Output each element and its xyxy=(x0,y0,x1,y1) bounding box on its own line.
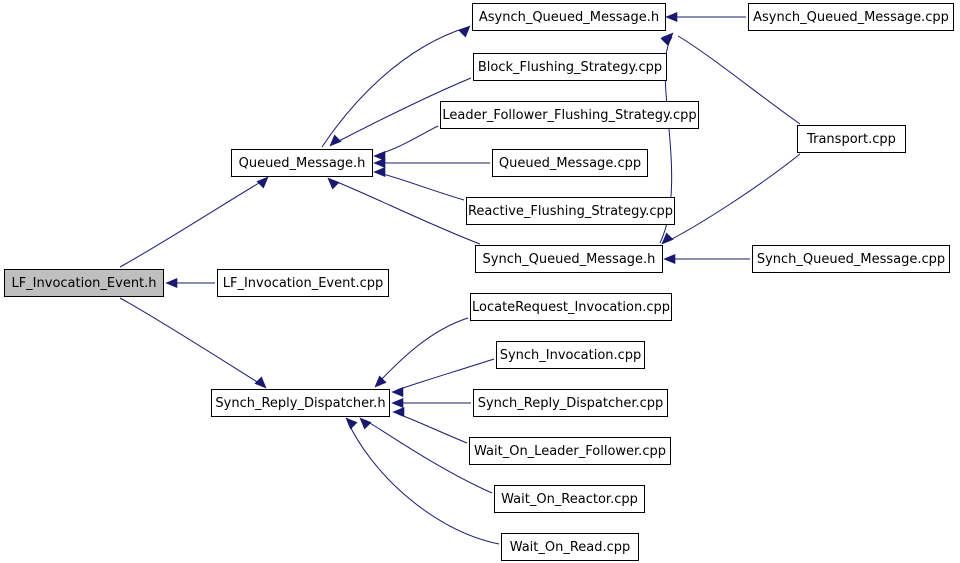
edge-arrowhead xyxy=(661,232,674,245)
edge-arrowhead xyxy=(373,150,386,162)
graph-node-wait_on_leader_follower_cpp[interactable]: Wait_On_Leader_Follower.cpp xyxy=(469,437,671,465)
edge-arrowhead xyxy=(374,375,387,388)
edge-arrowhead xyxy=(373,166,386,178)
graph-node-transport_cpp[interactable]: Transport.cpp xyxy=(797,125,906,153)
edge-arrowhead xyxy=(256,176,269,189)
edge-arrowhead xyxy=(254,376,267,389)
edge-arrowhead xyxy=(327,177,340,190)
graph-node-queued_message_h[interactable]: Queued_Message.h xyxy=(231,149,373,177)
graph-edge xyxy=(392,406,468,444)
graph-node-label: Queued_Message.h xyxy=(238,155,366,171)
graph-node-asynch_queued_message_cpp[interactable]: Asynch_Queued_Message.cpp xyxy=(748,3,954,31)
graph-node-label: Asynch_Queued_Message.h xyxy=(478,9,660,25)
graph-node-label: Leader_Follower_Flushing_Strategy.cpp xyxy=(442,107,697,123)
graph-node-label: Transport.cpp xyxy=(807,131,896,147)
graph-node-label: Wait_On_Reactor.cpp xyxy=(501,491,638,507)
graph-node-label: Block_Flushing_Strategy.cpp xyxy=(477,59,663,75)
edge-arrowhead xyxy=(665,11,678,23)
graph-edge xyxy=(373,166,465,201)
edge-arrowhead xyxy=(329,134,342,147)
graph-node-label: Synch_Invocation.cpp xyxy=(499,347,642,363)
edge-arrowhead xyxy=(661,32,674,45)
edge-arrowhead xyxy=(391,397,404,409)
graph-node-asynch_queued_message_h[interactable]: Asynch_Queued_Message.h xyxy=(472,3,666,31)
edge-arrowhead xyxy=(391,386,404,398)
graph-edge xyxy=(345,417,500,545)
edge-arrowhead xyxy=(345,417,358,430)
graph-node-label: Synch_Reply_Dispatcher.cpp xyxy=(477,395,664,411)
graph-node-lf_invocation_event_cpp[interactable]: LF_Invocation_Event.cpp xyxy=(217,269,389,297)
graph-node-label: Synch_Queued_Message.cpp xyxy=(756,251,946,267)
graph-edge xyxy=(373,157,490,169)
graph-node-synch_queued_message_cpp[interactable]: Synch_Queued_Message.cpp xyxy=(752,245,950,273)
graph-node-synch_queued_message_h[interactable]: Synch_Queued_Message.h xyxy=(475,245,663,273)
graph-node-synch_reply_dispatcher_cpp[interactable]: Synch_Reply_Dispatcher.cpp xyxy=(473,389,668,417)
graph-edge xyxy=(119,176,269,268)
graph-node-locaterequest_invocation_cpp[interactable]: LocateRequest_Invocation.cpp xyxy=(470,293,672,321)
graph-node-reactive_flushing_strategy_cpp[interactable]: Reactive_Flushing_Strategy.cpp xyxy=(466,197,675,225)
graph-node-lf_invocation_event_h[interactable]: LF_Invocation_Event.h xyxy=(4,269,164,297)
graph-edge xyxy=(391,397,471,409)
graph-edge xyxy=(359,417,493,494)
graph-node-block_flushing_strategy_cpp[interactable]: Block_Flushing_Strategy.cpp xyxy=(473,53,667,81)
edge-arrowhead xyxy=(373,157,386,169)
graph-node-queued_message_cpp[interactable]: Queued_Message.cpp xyxy=(492,149,648,177)
graph-node-label: Wait_On_Leader_Follower.cpp xyxy=(474,443,666,459)
graph-edge xyxy=(321,25,471,148)
graph-node-label: Asynch_Queued_Message.cpp xyxy=(753,9,949,25)
graph-node-synch_invocation_cpp[interactable]: Synch_Invocation.cpp xyxy=(496,341,645,369)
graph-edge xyxy=(327,177,481,245)
graph-edge xyxy=(663,253,750,265)
graph-node-label: Synch_Reply_Dispatcher.h xyxy=(215,395,386,411)
graph-edge xyxy=(391,358,495,398)
graph-node-leader_follower_flushing_cpp[interactable]: Leader_Follower_Flushing_Strategy.cpp xyxy=(440,101,699,129)
graph-node-label: Wait_On_Read.cpp xyxy=(509,539,631,555)
graph-node-wait_on_reactor_cpp[interactable]: Wait_On_Reactor.cpp xyxy=(494,485,645,513)
graph-edge xyxy=(373,125,439,162)
edge-arrowhead xyxy=(165,277,178,289)
graph-node-label: Reactive_Flushing_Strategy.cpp xyxy=(467,203,674,219)
graph-node-wait_on_read_cpp[interactable]: Wait_On_Read.cpp xyxy=(501,533,639,561)
edge-arrowhead xyxy=(663,253,676,265)
graph-edge xyxy=(329,77,472,147)
graph-edge xyxy=(119,297,267,389)
graph-edge xyxy=(665,11,746,23)
graph-edge xyxy=(165,277,215,289)
graph-edge xyxy=(661,32,801,125)
graph-edge xyxy=(661,153,801,245)
graph-node-label: LF_Invocation_Event.h xyxy=(11,275,157,291)
graph-node-label: Synch_Queued_Message.h xyxy=(482,251,656,267)
graph-edge xyxy=(374,317,469,388)
edge-arrowhead xyxy=(392,406,405,418)
edge-arrowhead xyxy=(359,417,372,430)
edge-arrowhead xyxy=(458,25,471,38)
graph-node-label: Queued_Message.cpp xyxy=(498,155,642,171)
graph-node-label: LF_Invocation_Event.cpp xyxy=(222,275,384,291)
graph-node-synch_reply_dispatcher_h[interactable]: Synch_Reply_Dispatcher.h xyxy=(211,389,390,417)
graph-node-label: LocateRequest_Invocation.cpp xyxy=(471,299,670,315)
